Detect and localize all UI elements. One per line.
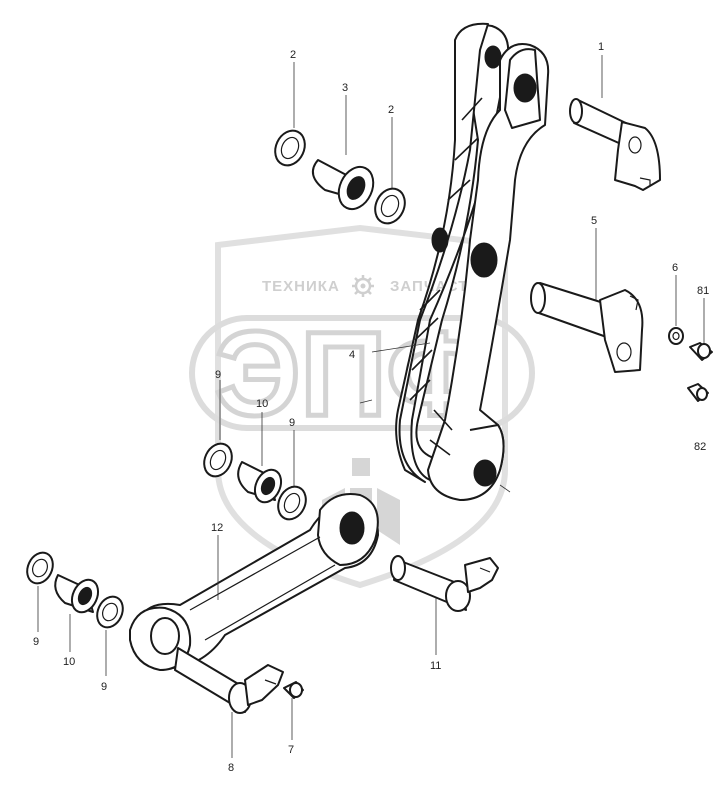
callout-9a: 9 [215,369,221,381]
callout-9d: 9 [101,681,107,693]
pin-11-plate [464,557,499,593]
bushing-set-middle [203,380,307,521]
lower-link-12 [129,493,379,671]
callout-2b: 2 [388,104,394,116]
washer-6 [668,327,684,345]
callout-10b: 10 [63,656,75,668]
spacer-ring-9d [96,595,124,629]
bushing-3 [311,159,375,211]
bolt-81 [689,342,713,361]
pin-11-end [390,555,406,581]
bushing-10a [237,461,283,504]
pin-1-plate [614,121,661,191]
callout-7: 7 [288,744,294,756]
watermark-oval [189,315,535,431]
lower-link-edges [189,536,336,641]
pin-5-plate-slot [629,295,639,311]
spacer-ring-9c [26,551,54,585]
spacer-ring-2a [274,129,306,167]
pin-5-plate-hole [616,342,632,362]
bolt-7 [283,681,304,740]
leader-4b [359,399,373,404]
callout-9b: 9 [289,417,295,429]
spacer-ring-9a [203,442,233,478]
leader-4 [371,342,431,353]
lift-arm-mid-hole-rear [431,227,449,253]
pin-11 [390,555,499,655]
pin-8-plate-slot [264,679,277,685]
callout-3: 3 [342,82,348,94]
lift-arm-top-hole [513,73,537,103]
bushing-10b [54,574,100,614]
pin-5-end [530,282,546,314]
gear-icon [352,275,374,297]
pin-5-plate [599,289,644,373]
callout-2a: 2 [290,49,296,61]
callout-81: 81 [697,285,709,297]
pin-11-head [445,580,471,612]
pin-1-end [569,98,583,124]
lower-link-lower-hole [150,617,180,655]
callout-8: 8 [228,762,234,774]
spacer-ring-2b [374,187,406,225]
watermark-shield [215,224,508,589]
fasteners-right [668,275,713,402]
callout-12: 12 [211,522,223,534]
leader-arm-end [499,484,511,493]
callout-82: 82 [694,441,706,453]
watermark-brand-left: ТЕХНИКА [262,278,340,295]
pin-1-plate-hole [628,136,642,154]
lift-arm-web-hatching [409,97,483,456]
pin-1 [569,55,661,191]
callout-labels: 1 2 3 2 4 5 6 81 82 9 10 9 12 9 10 9 11 … [33,41,709,774]
lift-arm-back-edge [395,22,489,483]
pin-8-plate [244,664,284,706]
callout-9c: 9 [33,636,39,648]
pin-1-plate-slot [639,177,651,185]
pin-11-plate-slot [479,567,491,573]
callout-5: 5 [591,215,597,227]
lift-arm-bottom-boss [469,424,505,471]
lift-arm-bottom-hole [473,459,497,487]
main-lift-arm [359,22,550,501]
callout-4: 4 [349,349,355,361]
pin-5 [530,228,644,373]
callout-6: 6 [672,262,678,274]
lift-arm-top-hole-rear [484,45,502,69]
lift-arm-mid-hole [470,242,498,278]
callout-1: 1 [598,41,604,53]
watermark-brand-right: ЗАПЧАСТИ [390,278,480,295]
bushing-set-upper [274,62,406,225]
callout-11: 11 [430,660,441,672]
lower-link-upper-hole [339,511,365,545]
spacer-ring-9b [277,485,307,521]
pin-8 [174,647,284,758]
callout-10a: 10 [256,398,268,410]
bolt-82 [687,383,709,402]
bushing-set-lower [26,551,124,676]
